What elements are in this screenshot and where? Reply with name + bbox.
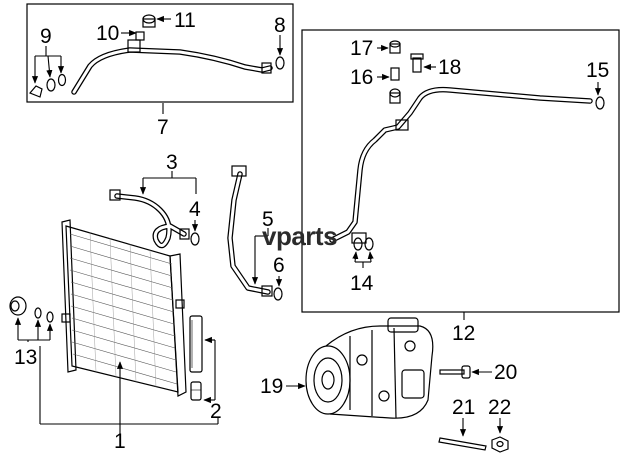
callout-21: 21 [452, 396, 475, 419]
compressor-drawing [305, 317, 434, 419]
pressure-switch-drawing [410, 53, 424, 73]
callout-12: 12 [452, 322, 475, 345]
stud-21-drawing [438, 437, 487, 451]
watermark-text: vparts [262, 221, 337, 251]
o-ring-9-set-drawing [28, 73, 67, 98]
o-ring-6-drawing [273, 287, 283, 301]
callout-6: 6 [273, 254, 285, 277]
callout-4: 4 [189, 198, 201, 221]
plug-13-drawing [9, 296, 54, 323]
group-box-12 [301, 29, 620, 313]
callout-22: 22 [488, 396, 511, 419]
callout-19: 19 [260, 375, 283, 398]
callout-20: 20 [494, 361, 517, 384]
callout-7: 7 [157, 116, 169, 139]
cap-17-drawing [389, 40, 401, 54]
callout-11: 11 [174, 9, 196, 32]
callout-2: 2 [210, 400, 222, 423]
callout-10: 10 [96, 22, 119, 45]
nut-22-drawing [491, 436, 509, 453]
callout-15: 15 [586, 59, 609, 82]
o-ring-8-drawing [275, 56, 285, 70]
callout-3: 3 [166, 151, 178, 174]
o-ring-14-set-drawing [353, 237, 374, 251]
suction-hose-drawing [329, 86, 593, 244]
callout-16: 16 [350, 66, 373, 89]
callout-17: 17 [350, 37, 373, 60]
callout-9: 9 [40, 25, 52, 48]
valve-core-drawing [389, 67, 401, 104]
callout-1: 1 [114, 430, 126, 453]
callout-5: 5 [262, 208, 274, 231]
receiver-dryer-drawing [189, 315, 203, 401]
callout-18: 18 [438, 56, 461, 79]
o-ring-4-drawing [190, 232, 200, 246]
bolt-20-drawing [439, 365, 471, 379]
liquid-tube-5-drawing [227, 165, 273, 297]
callout-8: 8 [274, 14, 286, 37]
liquid-tube-drawing [71, 31, 273, 95]
discharge-hose-drawing [109, 189, 190, 249]
leader-lines [14, 15, 602, 437]
group-box-7 [26, 3, 294, 103]
callout-13: 13 [14, 346, 37, 369]
callout-14: 14 [350, 272, 374, 295]
callout-labels: 1 2 3 4 5 6 7 8 9 10 11 12 13 14 15 16 1… [14, 9, 609, 453]
o-ring-15-drawing [595, 96, 605, 110]
valve-cap-drawing [142, 14, 156, 28]
condenser-drawing [61, 219, 187, 397]
